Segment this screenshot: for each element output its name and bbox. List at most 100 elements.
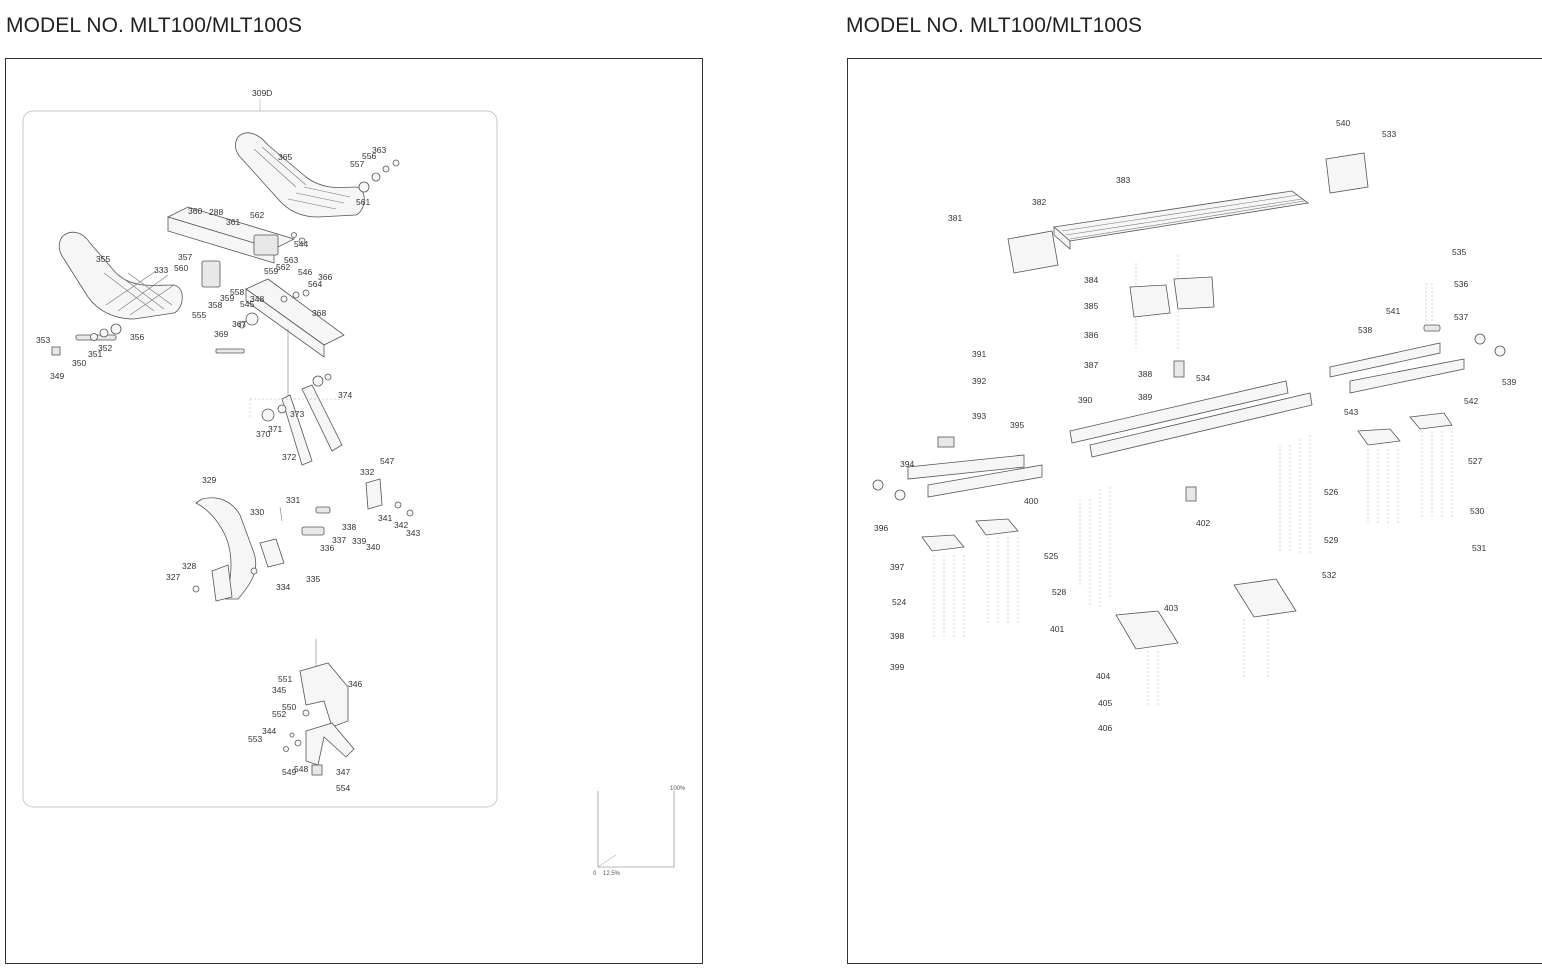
callout: 332 <box>360 467 374 477</box>
callout: 554 <box>336 783 350 793</box>
callout: 530 <box>1470 506 1484 516</box>
callout: 368 <box>312 308 326 318</box>
callout: 555 <box>192 310 206 320</box>
callout: 547 <box>380 456 394 466</box>
callout: 551 <box>278 674 292 684</box>
callout: 399 <box>890 662 904 672</box>
callout: 387 <box>1084 360 1098 370</box>
callout: 348 <box>250 294 264 304</box>
callout: 537 <box>1454 312 1468 322</box>
callout: 355 <box>96 254 110 264</box>
callout: 382 <box>1032 197 1046 207</box>
callout: 371 <box>268 424 282 434</box>
fasteners <box>933 255 1453 707</box>
left-callout-labels: 365 363 556 557 561 360 288 361 562 544 … <box>36 145 420 793</box>
callout: 389 <box>1138 392 1152 402</box>
callout: 395 <box>1010 420 1024 430</box>
callout: 339 <box>352 536 366 546</box>
callout: 392 <box>972 376 986 386</box>
callout: 390 <box>1078 395 1092 405</box>
callout: 288 <box>209 207 223 217</box>
callout: 373 <box>290 409 304 419</box>
callout: 403 <box>1164 603 1178 613</box>
callout: 340 <box>366 542 380 552</box>
bottom-bracket-assembly <box>283 639 355 776</box>
callout: 338 <box>342 522 356 532</box>
callout: 546 <box>298 267 312 277</box>
callout: 361 <box>226 217 240 227</box>
callout: 525 <box>1044 551 1058 561</box>
callout: 563 <box>284 255 298 265</box>
callout: 330 <box>250 507 264 517</box>
table-top-383 <box>1007 152 1369 274</box>
callout: 370 <box>256 429 270 439</box>
carry-handle-365 <box>234 132 365 218</box>
callout: 385 <box>1084 301 1098 311</box>
callout: 331 <box>286 495 300 505</box>
exploded-diagram-sheet-left: 309D <box>5 58 703 964</box>
blade-guard-329 <box>195 497 257 602</box>
callout: 557 <box>350 159 364 169</box>
callout: 396 <box>874 523 888 533</box>
callout: 561 <box>356 197 370 207</box>
callout: 369 <box>214 329 228 339</box>
callout: 527 <box>1468 456 1482 466</box>
callout: 393 <box>972 411 986 421</box>
callout: 388 <box>1138 369 1152 379</box>
callout: 528 <box>1052 587 1066 597</box>
callout: 553 <box>248 734 262 744</box>
callout: 351 <box>88 349 102 359</box>
left-parts-diagram: 309D <box>22 88 686 877</box>
callout: 386 <box>1084 330 1098 340</box>
callout: 357 <box>178 252 192 262</box>
scale-top-label: 100% <box>670 786 686 792</box>
callout: 562 <box>250 210 264 220</box>
callout: 543 <box>1344 407 1358 417</box>
callout: 359 <box>220 293 234 303</box>
right-parts-diagram: 540 533 383 382 381 535 536 384 385 386 … <box>872 118 1516 733</box>
foot-plates <box>872 324 1506 650</box>
callout: 526 <box>1324 487 1338 497</box>
callout: 327 <box>166 572 180 582</box>
callout: 542 <box>1464 396 1478 406</box>
scale-mark: 100% 0 12.5% <box>593 786 686 877</box>
callout: 344 <box>262 726 276 736</box>
callout: 538 <box>1358 325 1372 335</box>
carry-handle-355 <box>58 231 183 320</box>
callout: 394 <box>900 459 914 469</box>
callout: 360 <box>188 206 202 216</box>
bracket-assembly <box>192 478 414 593</box>
callout: 391 <box>972 349 986 359</box>
callout: 540 <box>1336 118 1350 128</box>
callout: 529 <box>1324 535 1338 545</box>
callout: 341 <box>378 513 392 523</box>
callout: 564 <box>308 279 322 289</box>
callout: 398 <box>890 631 904 641</box>
callout: 335 <box>306 574 320 584</box>
callout: 365 <box>278 152 292 162</box>
hardware-upper <box>51 159 400 356</box>
callout: 549 <box>282 767 296 777</box>
callout: 367 <box>232 319 246 329</box>
scale-zero-label: 0 <box>593 871 597 877</box>
long-rails <box>907 342 1465 498</box>
group-label: 309D <box>252 88 272 98</box>
callout: 353 <box>36 335 50 345</box>
callout: 372 <box>282 452 296 462</box>
callout: 536 <box>1454 279 1468 289</box>
callout: 343 <box>406 528 420 538</box>
callout: 334 <box>276 582 290 592</box>
callout: 329 <box>202 475 216 485</box>
callout: 352 <box>98 343 112 353</box>
callout: 550 <box>282 702 296 712</box>
callout: 336 <box>320 543 334 553</box>
top-support-blocks <box>1129 276 1215 378</box>
callout: 337 <box>332 535 346 545</box>
callout: 560 <box>174 263 188 273</box>
callout: 383 <box>1116 175 1130 185</box>
callout: 405 <box>1098 698 1112 708</box>
callout: 532 <box>1322 570 1336 580</box>
callout: 342 <box>394 520 408 530</box>
callout: 358 <box>208 300 222 310</box>
callout: 402 <box>1196 518 1210 528</box>
